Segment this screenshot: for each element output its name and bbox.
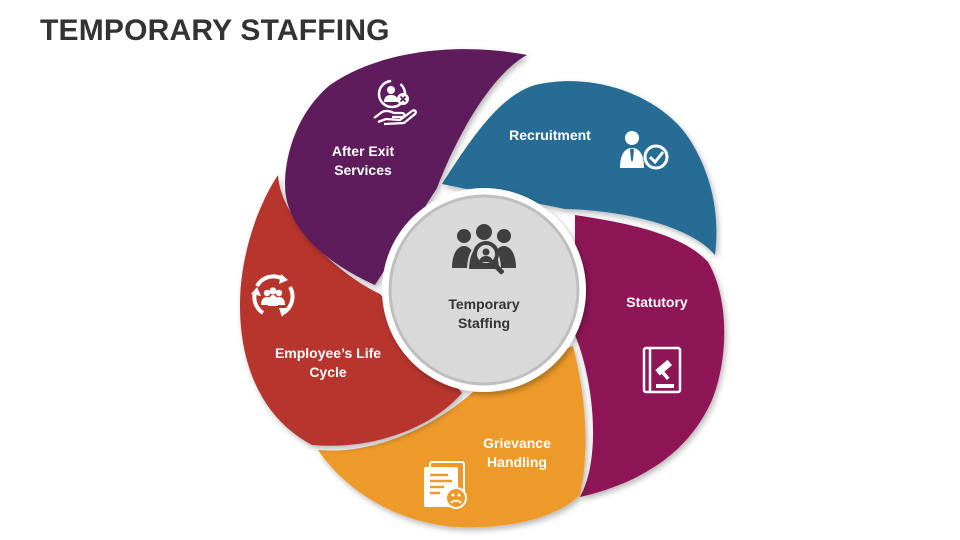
employee-check-icon — [620, 131, 669, 170]
label-grievance: Grievance Handling — [437, 434, 597, 472]
law-book-gavel-icon — [642, 346, 682, 394]
segment-grievance[interactable] — [318, 346, 586, 528]
slide-title: TEMPORARY STAFFING — [40, 14, 390, 47]
segment-after-exit[interactable] — [285, 49, 527, 286]
label-statutory-line1: Statutory — [626, 294, 688, 310]
segment-recruitment[interactable] — [442, 81, 717, 255]
people-cycle-icon — [251, 274, 295, 317]
label-grievance-line2: Handling — [487, 454, 547, 470]
label-grievance-line1: Grievance — [483, 435, 551, 451]
hand-person-exit-icon — [373, 79, 417, 126]
label-lifecycle: Employee’s Life Cycle — [248, 344, 408, 382]
center-label-line1: Temporary — [448, 296, 520, 312]
label-recruitment: Recruitment — [470, 126, 630, 145]
center-circle-fill — [388, 194, 580, 386]
label-lifecycle-line2: Cycle — [309, 364, 347, 380]
label-after-exit-line2: Services — [334, 162, 392, 178]
search-people-icon — [452, 222, 516, 275]
label-after-exit: After Exit Services — [283, 142, 443, 180]
center-label-line2: Staffing — [457, 315, 511, 331]
label-recruitment-line1: Recruitment — [509, 127, 591, 143]
complaint-document-icon — [424, 461, 467, 509]
label-statutory: Statutory — [577, 293, 737, 312]
label-after-exit-line1: After Exit — [331, 143, 395, 159]
label-lifecycle-line1: Employee’s Life — [274, 345, 382, 361]
segment-lifecycle[interactable] — [240, 175, 462, 446]
center-label: Temporary Staffing — [414, 295, 554, 333]
